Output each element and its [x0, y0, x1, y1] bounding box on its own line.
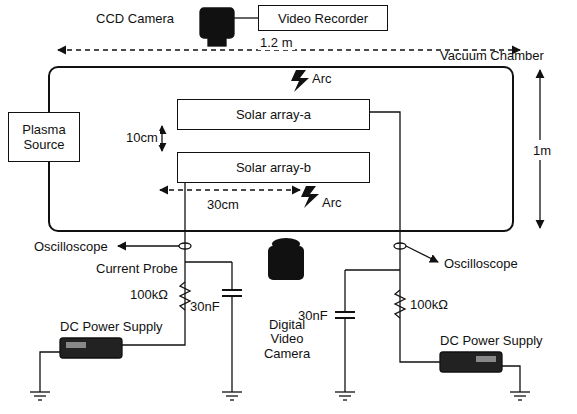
dimension: 30cm — [205, 198, 241, 212]
power-supply-label: DC Power Supply — [440, 334, 543, 348]
power-supply-label: DC Power Supply — [60, 320, 163, 334]
resistor-label: 100kΩ — [130, 288, 168, 302]
arc-label: Arc — [322, 196, 342, 210]
arc-label: Arc — [312, 72, 332, 86]
video-camera — [268, 238, 304, 280]
ground-symbols — [30, 392, 530, 400]
box-label: Video Recorder — [278, 11, 368, 26]
probe-label: Current Probe — [96, 262, 178, 276]
vacuum-chamber: Vacuum ChamberPlasma SourceSolar array-a… — [48, 66, 514, 232]
oscilloscope-label: Oscilloscope — [32, 240, 110, 254]
dimension: 10cm — [124, 131, 160, 145]
resistor-label: 100kΩ — [410, 298, 448, 312]
arc-symbol — [301, 186, 319, 208]
box-label: Plasma Source — [13, 122, 75, 152]
camera-label: Digital Video Camera — [252, 318, 322, 361]
video-recorder-box: Video Recorder — [258, 5, 388, 31]
solar-array-box: Solar array-a — [177, 99, 370, 130]
chamber-label: Vacuum Chamber — [440, 48, 544, 63]
dimension: 1m — [531, 144, 553, 158]
dimension: 1.2 m — [258, 36, 295, 50]
camera-label: CCD Camera — [96, 12, 174, 26]
plasma-source-box: Plasma Source — [8, 112, 80, 162]
oscilloscope-label: Oscilloscope — [442, 257, 520, 271]
ccd-camera — [200, 8, 234, 38]
box-label: Solar array-a — [236, 107, 311, 122]
box-label: Solar array-b — [236, 160, 311, 175]
solar-array-box: Solar array-b — [177, 152, 370, 183]
capacitor-label: 30nF — [190, 300, 220, 314]
arc-symbol — [291, 70, 309, 92]
